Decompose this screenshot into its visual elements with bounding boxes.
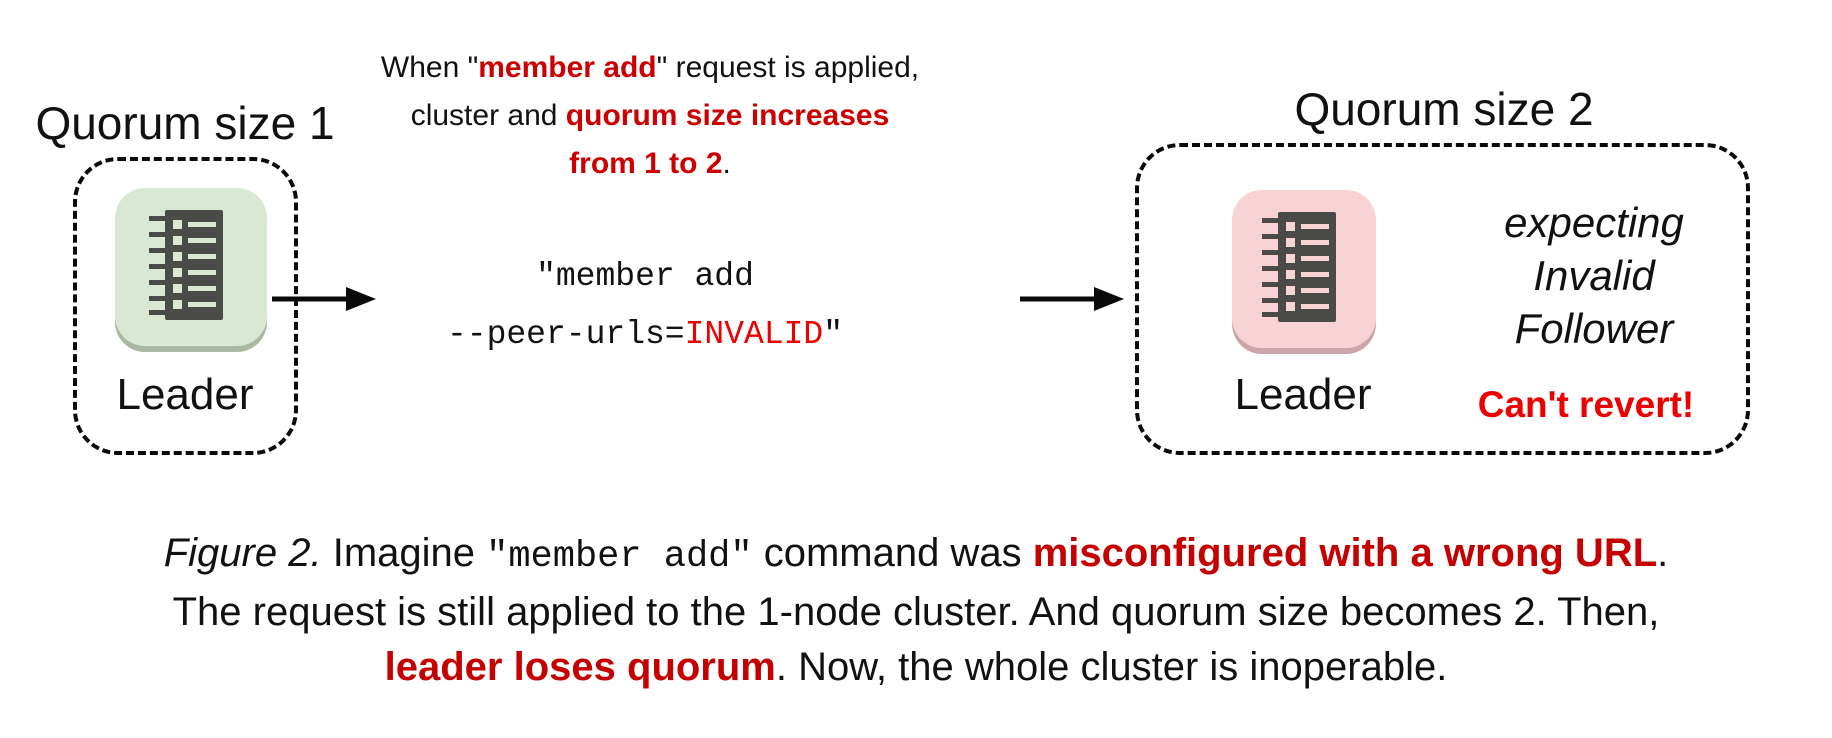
left-cluster-boundary [73,157,298,455]
note-text: . [722,147,731,180]
caption-highlight: leader loses quorum [384,645,776,689]
caption-figure-label: Figure 2. [163,531,322,575]
list-server-icon [143,206,239,329]
note-text: " request is applied, [656,51,920,84]
left-node-label: Leader [116,370,254,419]
caption-highlight: misconfigured with a wrong URL [1032,531,1658,575]
expect-line-2: Invalid [1533,252,1655,299]
command-text: --peer-urls= [446,316,685,353]
member-add-note: When "member add" request is applied, cl… [381,44,919,188]
note-highlight: member add [478,51,657,84]
expect-line-1: expecting [1504,199,1684,246]
list-server-icon [1256,208,1352,331]
note-line-1: When "member add" request is applied, [381,44,919,92]
caption-command-text: "member add" [486,536,753,578]
right-cluster-title: Quorum size 2 [1294,83,1594,135]
command-line-1: "member add [536,258,754,295]
caption-text: command was [752,531,1033,575]
command-line-2: --peer-urls=INVALID" [447,306,843,364]
caption-text: . [1657,531,1669,575]
leader-node-green [115,188,267,346]
expect-line-3: Follower [1514,305,1674,352]
note-line-3: from 1 to 2. [381,140,919,188]
note-text: When " [380,51,479,84]
caption-line-3: leader loses quorum. Now, the whole clus… [0,640,1832,695]
figure-caption: Figure 2. Imagine "member add" command w… [0,526,1832,695]
arrow-right-icon [1020,286,1124,312]
caption-text: Imagine [321,531,487,575]
note-line-2: cluster and quorum size increases [381,92,919,140]
right-cluster-boundary [1135,143,1750,455]
expecting-follower-note: expecting Invalid Follower [1504,196,1684,355]
cant-revert-warning: Can't revert! [1477,384,1695,425]
note-highlight: from 1 to 2 [569,147,723,180]
note-text: cluster and [410,99,566,132]
leader-node-pink [1232,190,1376,348]
right-node-label: Leader [1234,370,1372,419]
member-add-command: "member add --peer-urls=INVALID" [447,248,843,364]
caption-line-2: The request is still applied to the 1-no… [172,590,1660,634]
left-cluster-title: Quorum size 1 [35,97,335,149]
command-text: " [823,316,844,353]
caption-text: . Now, the whole cluster is inoperable. [775,645,1448,689]
command-invalid-value: INVALID [684,316,824,353]
arrow-right-icon [272,286,376,312]
note-highlight: quorum size increases [565,99,890,132]
caption-line-1: Figure 2. Imagine "member add" command w… [0,526,1832,585]
